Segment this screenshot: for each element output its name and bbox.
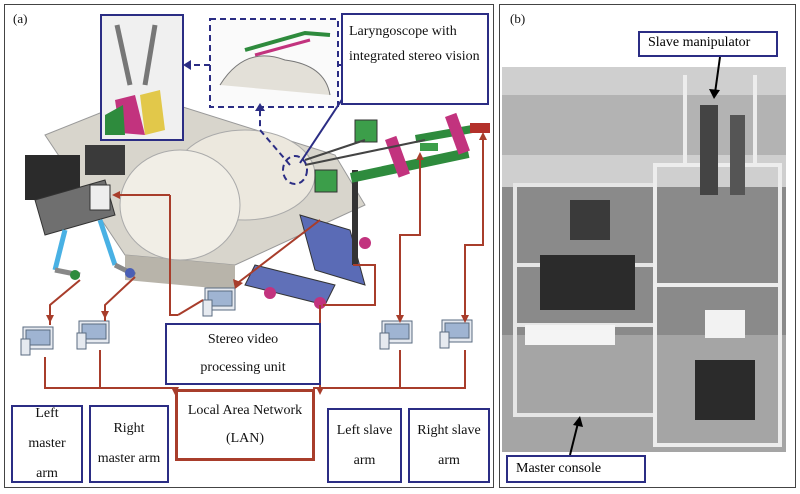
head-inset	[209, 18, 339, 108]
prototype-photo	[502, 56, 786, 456]
panel-b-label: (b)	[510, 11, 526, 26]
panel-a-label: (a)	[13, 11, 28, 26]
left-master-box: Left master arm	[11, 405, 83, 483]
gripper-inset	[100, 14, 184, 141]
system-diagram	[20, 14, 490, 395]
stereo-unit-box: Stereo video processing unit	[165, 323, 321, 385]
laryngoscope-label-box: Laryngoscope with integrated stereo visi…	[341, 13, 489, 105]
panel-a: (a)	[4, 4, 494, 488]
right-slave-box: Right slave arm	[408, 408, 490, 483]
lan-box: Local Area Network (LAN)	[175, 389, 315, 461]
panel-b: (b) Slave manipulator Master	[499, 4, 796, 488]
left-slave-box: Left slave arm	[327, 408, 402, 483]
master-console-label: Master console	[506, 455, 646, 483]
master-arm-mechanism	[34, 179, 137, 280]
computer-icon	[20, 287, 473, 356]
right-master-box: Right master arm	[89, 405, 169, 483]
slave-manipulator-label: Slave manipulator	[638, 31, 778, 57]
